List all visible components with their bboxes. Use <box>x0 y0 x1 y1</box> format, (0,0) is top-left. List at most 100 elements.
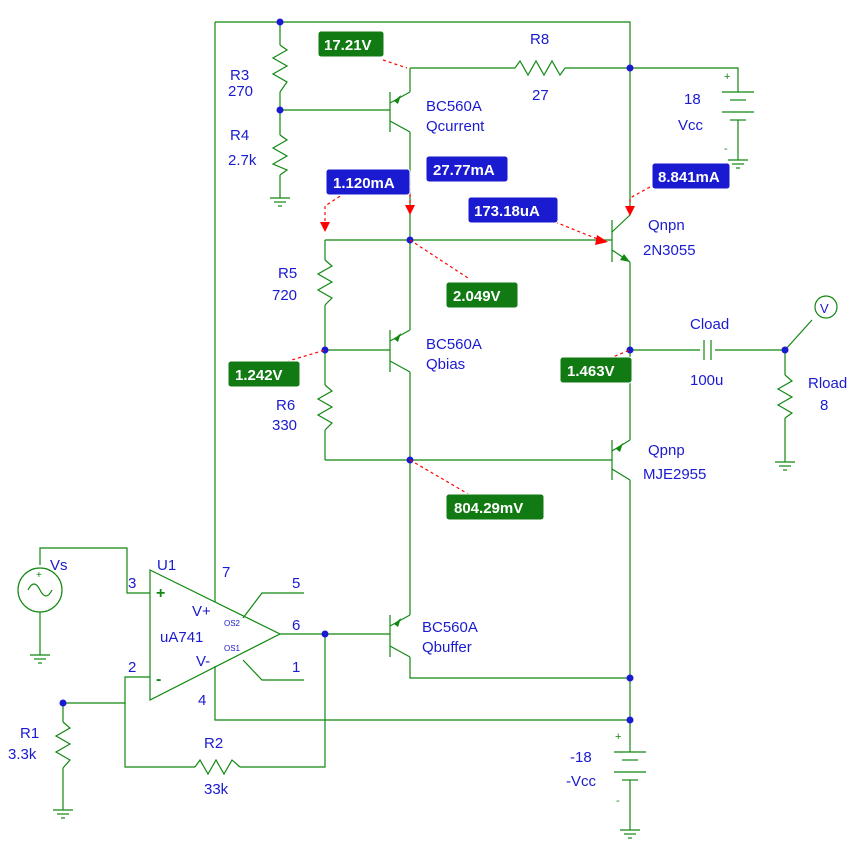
q-bias-transistor[interactable] <box>389 329 411 373</box>
voltage-badge-text: 17.21V <box>324 37 372 54</box>
q-current-model: BC560A <box>426 98 482 115</box>
junction-dot <box>321 630 329 638</box>
vminus-label: V- <box>196 653 210 670</box>
r5-name: R5 <box>278 265 297 282</box>
r8-value: 27 <box>532 87 549 104</box>
junction-dot <box>321 346 329 354</box>
r2-resistor[interactable] <box>194 758 241 776</box>
resistors <box>54 44 794 776</box>
junction-dot <box>626 674 634 682</box>
r2-value: 33k <box>204 781 229 798</box>
vcc-name: Vcc <box>678 117 704 134</box>
wires <box>39 21 813 830</box>
pin-2: 2 <box>128 659 136 676</box>
q-pnp-transistor[interactable] <box>611 439 631 481</box>
svg-text:-: - <box>616 795 620 807</box>
component-labels: R3 270 R4 2.7k R8 27 18 Vcc BC560A Qcurr… <box>8 31 847 798</box>
r6-name: R6 <box>276 397 295 414</box>
q-bias-name: Qbias <box>426 356 465 373</box>
vcc-value: 18 <box>684 91 701 108</box>
junction-dot <box>276 106 284 114</box>
junction-dot <box>626 716 634 724</box>
ground-icon <box>775 461 795 471</box>
q-buffer-model: BC560A <box>422 619 478 636</box>
pin-5: 5 <box>292 575 300 592</box>
junction-dot <box>276 18 284 26</box>
ground-icon <box>620 829 640 839</box>
cload-value: 100u <box>690 372 723 389</box>
vs-name: Vs <box>50 557 68 574</box>
r4-name: R4 <box>230 127 249 144</box>
ground-icon <box>728 159 748 169</box>
minus-sign: - <box>156 671 161 688</box>
cload-capacitor[interactable] <box>703 340 712 360</box>
svg-text:+: + <box>36 570 42 581</box>
current-badge[interactable]: 27.77mA <box>425 155 509 183</box>
svg-text:+: + <box>615 731 621 743</box>
q-pnp-name: Qpnp <box>648 442 685 459</box>
r4-resistor[interactable] <box>271 134 289 176</box>
vee-value: -18 <box>570 749 592 766</box>
r5-resistor[interactable] <box>316 259 334 306</box>
voltage-badge-text: 1.242V <box>235 367 283 384</box>
current-badge[interactable]: 173.18uA <box>467 196 559 224</box>
vee-name: -Vcc <box>566 773 597 790</box>
r3-name: R3 <box>230 67 249 84</box>
cload-name: Cload <box>690 316 729 333</box>
junction-dot <box>781 346 789 354</box>
r3-resistor[interactable] <box>271 44 289 93</box>
current-badge[interactable]: 1.120mA <box>325 168 411 196</box>
current-badge-text: 1.120mA <box>333 175 395 192</box>
pin-7: 7 <box>222 564 230 581</box>
r1-value: 3.3k <box>8 746 37 763</box>
ground-icon <box>53 809 73 819</box>
r2-name: R2 <box>204 735 223 752</box>
voltage-badge[interactable]: 804.29mV <box>445 493 545 521</box>
voltage-badge[interactable]: 1.463V <box>559 356 633 384</box>
q-pnp-model: MJE2955 <box>643 466 706 483</box>
rload-value: 8 <box>820 397 828 414</box>
voltage-badge[interactable]: 2.049V <box>445 281 519 309</box>
junction-dot <box>626 346 634 354</box>
svg-text:-: - <box>724 143 728 155</box>
os1-label: OS1 <box>224 644 241 653</box>
current-badge[interactable]: 8.841mA <box>651 162 731 190</box>
u1-opamp[interactable] <box>149 569 282 701</box>
r3-value: 270 <box>228 83 253 100</box>
q-npn-model: 2N3055 <box>643 242 696 259</box>
current-badge-text: 173.18uA <box>474 203 540 220</box>
r8-name: R8 <box>530 31 549 48</box>
pin-1: 1 <box>292 659 300 676</box>
voltage-probe[interactable]: V <box>814 295 838 319</box>
q-buffer-name: Qbuffer <box>422 639 472 656</box>
vee-battery[interactable]: + - <box>614 731 646 807</box>
q-current-name: Qcurrent <box>426 118 485 135</box>
q-buffer-transistor[interactable] <box>389 614 411 658</box>
os2-label: OS2 <box>224 619 241 628</box>
voltage-badge-text: 1.463V <box>567 363 615 380</box>
r1-resistor[interactable] <box>54 721 72 769</box>
vplus-label: V+ <box>192 603 211 620</box>
voltage-badge-text: 2.049V <box>453 288 501 305</box>
u1-name: U1 <box>157 557 176 574</box>
r6-resistor[interactable] <box>316 384 334 431</box>
q-npn-name: Qnpn <box>648 217 685 234</box>
q-current-transistor[interactable] <box>389 91 411 133</box>
r1-name: R1 <box>20 725 39 742</box>
ground-symbols <box>30 159 795 839</box>
voltage-badge[interactable]: 1.242V <box>227 360 301 388</box>
q-npn-transistor[interactable] <box>611 214 631 263</box>
current-badge-text: 8.841mA <box>658 169 720 186</box>
plus-sign: + <box>156 585 165 602</box>
r6-value: 330 <box>272 417 297 434</box>
pin-3: 3 <box>128 575 136 592</box>
voltage-badge[interactable]: 17.21V <box>317 30 385 58</box>
vcc-battery[interactable]: + - <box>722 71 754 155</box>
vs-source[interactable]: + <box>17 567 63 613</box>
q-bias-model: BC560A <box>426 336 482 353</box>
junction-dot <box>626 64 634 72</box>
u1-model: uA741 <box>160 629 203 646</box>
r8-resistor[interactable] <box>514 59 566 77</box>
rload-resistor[interactable] <box>776 374 794 419</box>
junction-dot <box>59 699 67 707</box>
